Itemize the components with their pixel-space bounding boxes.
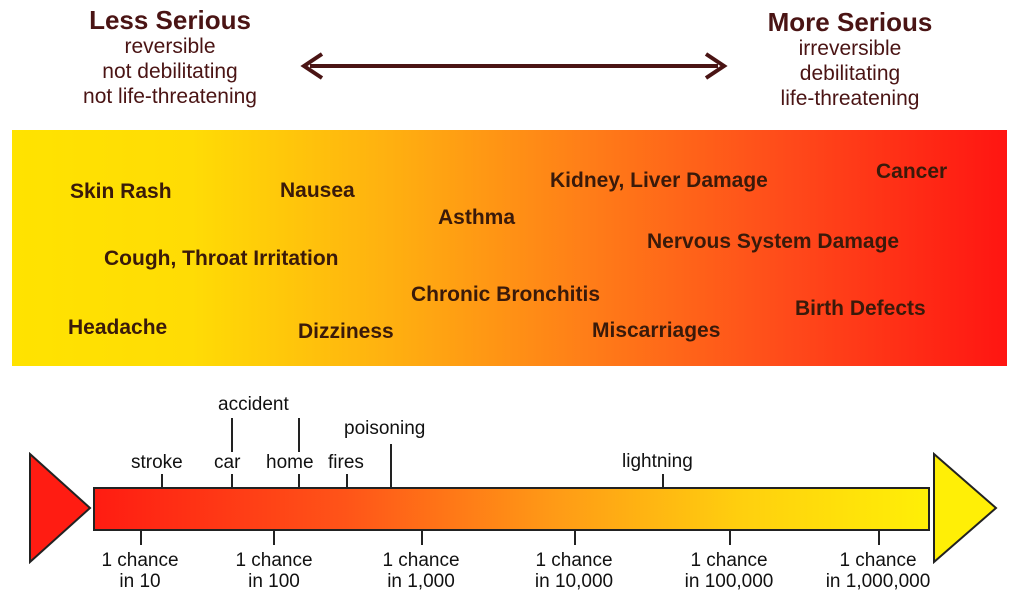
chance-label-1000: 1 chance in 1,000 [361, 550, 481, 592]
chance-label-line: in 1,000 [387, 571, 455, 592]
more-serious-line: life-threatening [780, 87, 920, 110]
chance-label-line: 1 chance [101, 550, 179, 571]
more-serious-line: debilitating [799, 62, 901, 85]
chance-label-10000: 1 chance in 10,000 [514, 550, 634, 592]
chance-label-line: 1 chance [839, 550, 917, 571]
more-serious-header: More Serious irreversible debilitating l… [720, 8, 980, 111]
event-label-poisoning: poisoning [344, 418, 426, 439]
event-label-accident: accident [218, 394, 289, 415]
more-serious-line: irreversible [798, 37, 902, 60]
chance-label-line: 1 chance [382, 550, 460, 571]
event-tick [662, 474, 664, 487]
chance-label-100: 1 chance in 100 [214, 550, 334, 592]
effect-label: Headache [68, 316, 168, 339]
less-serious-line: reversible [124, 35, 216, 58]
effect-label: Chronic Bronchitis [411, 283, 601, 306]
effect-label: Dizziness [298, 320, 394, 343]
less-serious-title: Less Serious [89, 5, 251, 35]
chance-label-line: 1 chance [535, 550, 613, 571]
effect-label: Nausea [280, 179, 355, 202]
effect-label: Birth Defects [795, 297, 926, 320]
event-tick [346, 474, 348, 487]
chance-tick [729, 531, 731, 545]
event-label-home: home [266, 452, 314, 474]
chance-label-line: in 10,000 [534, 571, 614, 592]
chance-tick [140, 531, 142, 545]
chance-label-100000: 1 chance in 100,000 [669, 550, 789, 592]
chance-tick [878, 531, 880, 545]
high-probability-arrowhead [29, 452, 92, 564]
chance-label-10: 1 chance in 10 [80, 550, 200, 592]
chance-label-line: in 100,000 [684, 571, 774, 592]
event-label-fires: fires [328, 452, 364, 473]
effect-label: Skin Rash [70, 180, 172, 203]
severity-gradient-band: Skin Rash Nausea Asthma Kidney, Liver Da… [12, 130, 1007, 366]
chance-tick [574, 531, 576, 545]
event-tick [161, 474, 163, 487]
effect-label: Cancer [876, 160, 948, 183]
effect-label: Miscarriages [592, 319, 721, 342]
event-label-stroke: stroke [131, 452, 183, 473]
more-serious-title: More Serious [767, 7, 933, 37]
less-serious-line: not life-threatening [83, 85, 257, 108]
chance-label-line: 1 chance [690, 550, 768, 571]
chance-label-line: 1 chance [235, 550, 313, 571]
chance-tick [273, 531, 275, 545]
event-tick [390, 444, 392, 487]
severity-double-arrow [300, 52, 728, 80]
effect-label: Cough, Throat Irritation [104, 247, 339, 270]
event-label-car: car [214, 452, 241, 474]
effect-label: Asthma [438, 206, 516, 229]
event-label-lightning: lightning [622, 451, 693, 472]
chance-tick [421, 531, 423, 545]
probability-scale-bar [93, 487, 930, 531]
chance-label-line: in 100 [248, 571, 300, 592]
chance-label-1000000: 1 chance in 1,000,000 [808, 550, 948, 592]
low-probability-arrowhead [933, 452, 998, 564]
chance-label-line: in 1,000,000 [825, 571, 931, 592]
effect-label: Kidney, Liver Damage [550, 169, 768, 192]
less-serious-line: not debilitating [102, 60, 238, 83]
less-serious-header: Less Serious reversible not debilitating… [40, 6, 300, 109]
effect-label: Nervous System Damage [647, 230, 900, 253]
chance-label-line: in 10 [119, 571, 161, 592]
